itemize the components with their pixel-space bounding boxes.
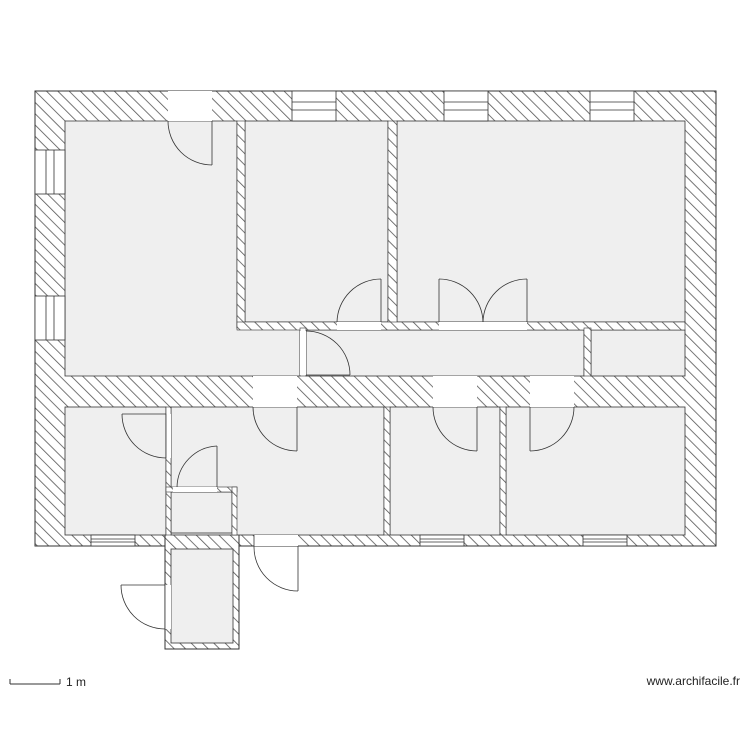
window bbox=[34, 149, 66, 195]
door-opening bbox=[439, 322, 527, 330]
room-small-box bbox=[170, 491, 233, 534]
room-bottom-mid bbox=[389, 406, 501, 536]
door-opening bbox=[300, 331, 306, 375]
room-annex bbox=[170, 548, 234, 644]
door-swing bbox=[482, 278, 528, 323]
door-swing bbox=[167, 120, 213, 166]
door-opening bbox=[530, 376, 574, 407]
door-swing bbox=[438, 278, 484, 323]
door-opening bbox=[337, 322, 381, 330]
partition-wall bbox=[583, 327, 592, 377]
partition-wall bbox=[499, 406, 507, 536]
door-opening bbox=[165, 585, 171, 629]
door-swing bbox=[176, 445, 218, 488]
partition-wall bbox=[236, 120, 246, 329]
door-swing bbox=[432, 406, 478, 452]
door-opening bbox=[166, 414, 171, 458]
room-bedroom-1 bbox=[244, 120, 389, 323]
door-swing bbox=[252, 406, 298, 452]
door-swing bbox=[529, 406, 575, 452]
windows bbox=[34, 90, 635, 547]
partition-wall bbox=[383, 406, 391, 536]
site-link[interactable]: www.archifacile.fr bbox=[646, 674, 740, 688]
door-opening bbox=[173, 487, 217, 492]
window bbox=[419, 534, 465, 547]
window bbox=[443, 90, 489, 122]
door-opening bbox=[168, 91, 212, 121]
door-swing bbox=[120, 584, 166, 630]
door-swing bbox=[253, 545, 299, 592]
window bbox=[291, 90, 337, 122]
partition-wall bbox=[165, 406, 172, 536]
room-bottom-right bbox=[505, 406, 686, 536]
window bbox=[582, 534, 628, 547]
partition-wall bbox=[231, 486, 238, 536]
door-opening bbox=[254, 535, 298, 546]
room-hallway bbox=[305, 329, 585, 377]
scale-label: 1 m bbox=[66, 675, 87, 689]
room-closet bbox=[590, 329, 686, 377]
partition-wall bbox=[387, 120, 398, 329]
scale-bar bbox=[9, 679, 61, 685]
window bbox=[90, 534, 136, 547]
door-swing bbox=[336, 278, 382, 323]
window bbox=[589, 90, 635, 122]
door-opening bbox=[433, 376, 477, 407]
room-bedroom-2 bbox=[396, 120, 686, 323]
door-opening bbox=[253, 376, 297, 407]
window bbox=[34, 295, 66, 341]
room-bottom-left bbox=[64, 406, 167, 536]
door-swing bbox=[305, 330, 351, 376]
doors bbox=[120, 91, 575, 630]
door-swing bbox=[121, 413, 167, 459]
